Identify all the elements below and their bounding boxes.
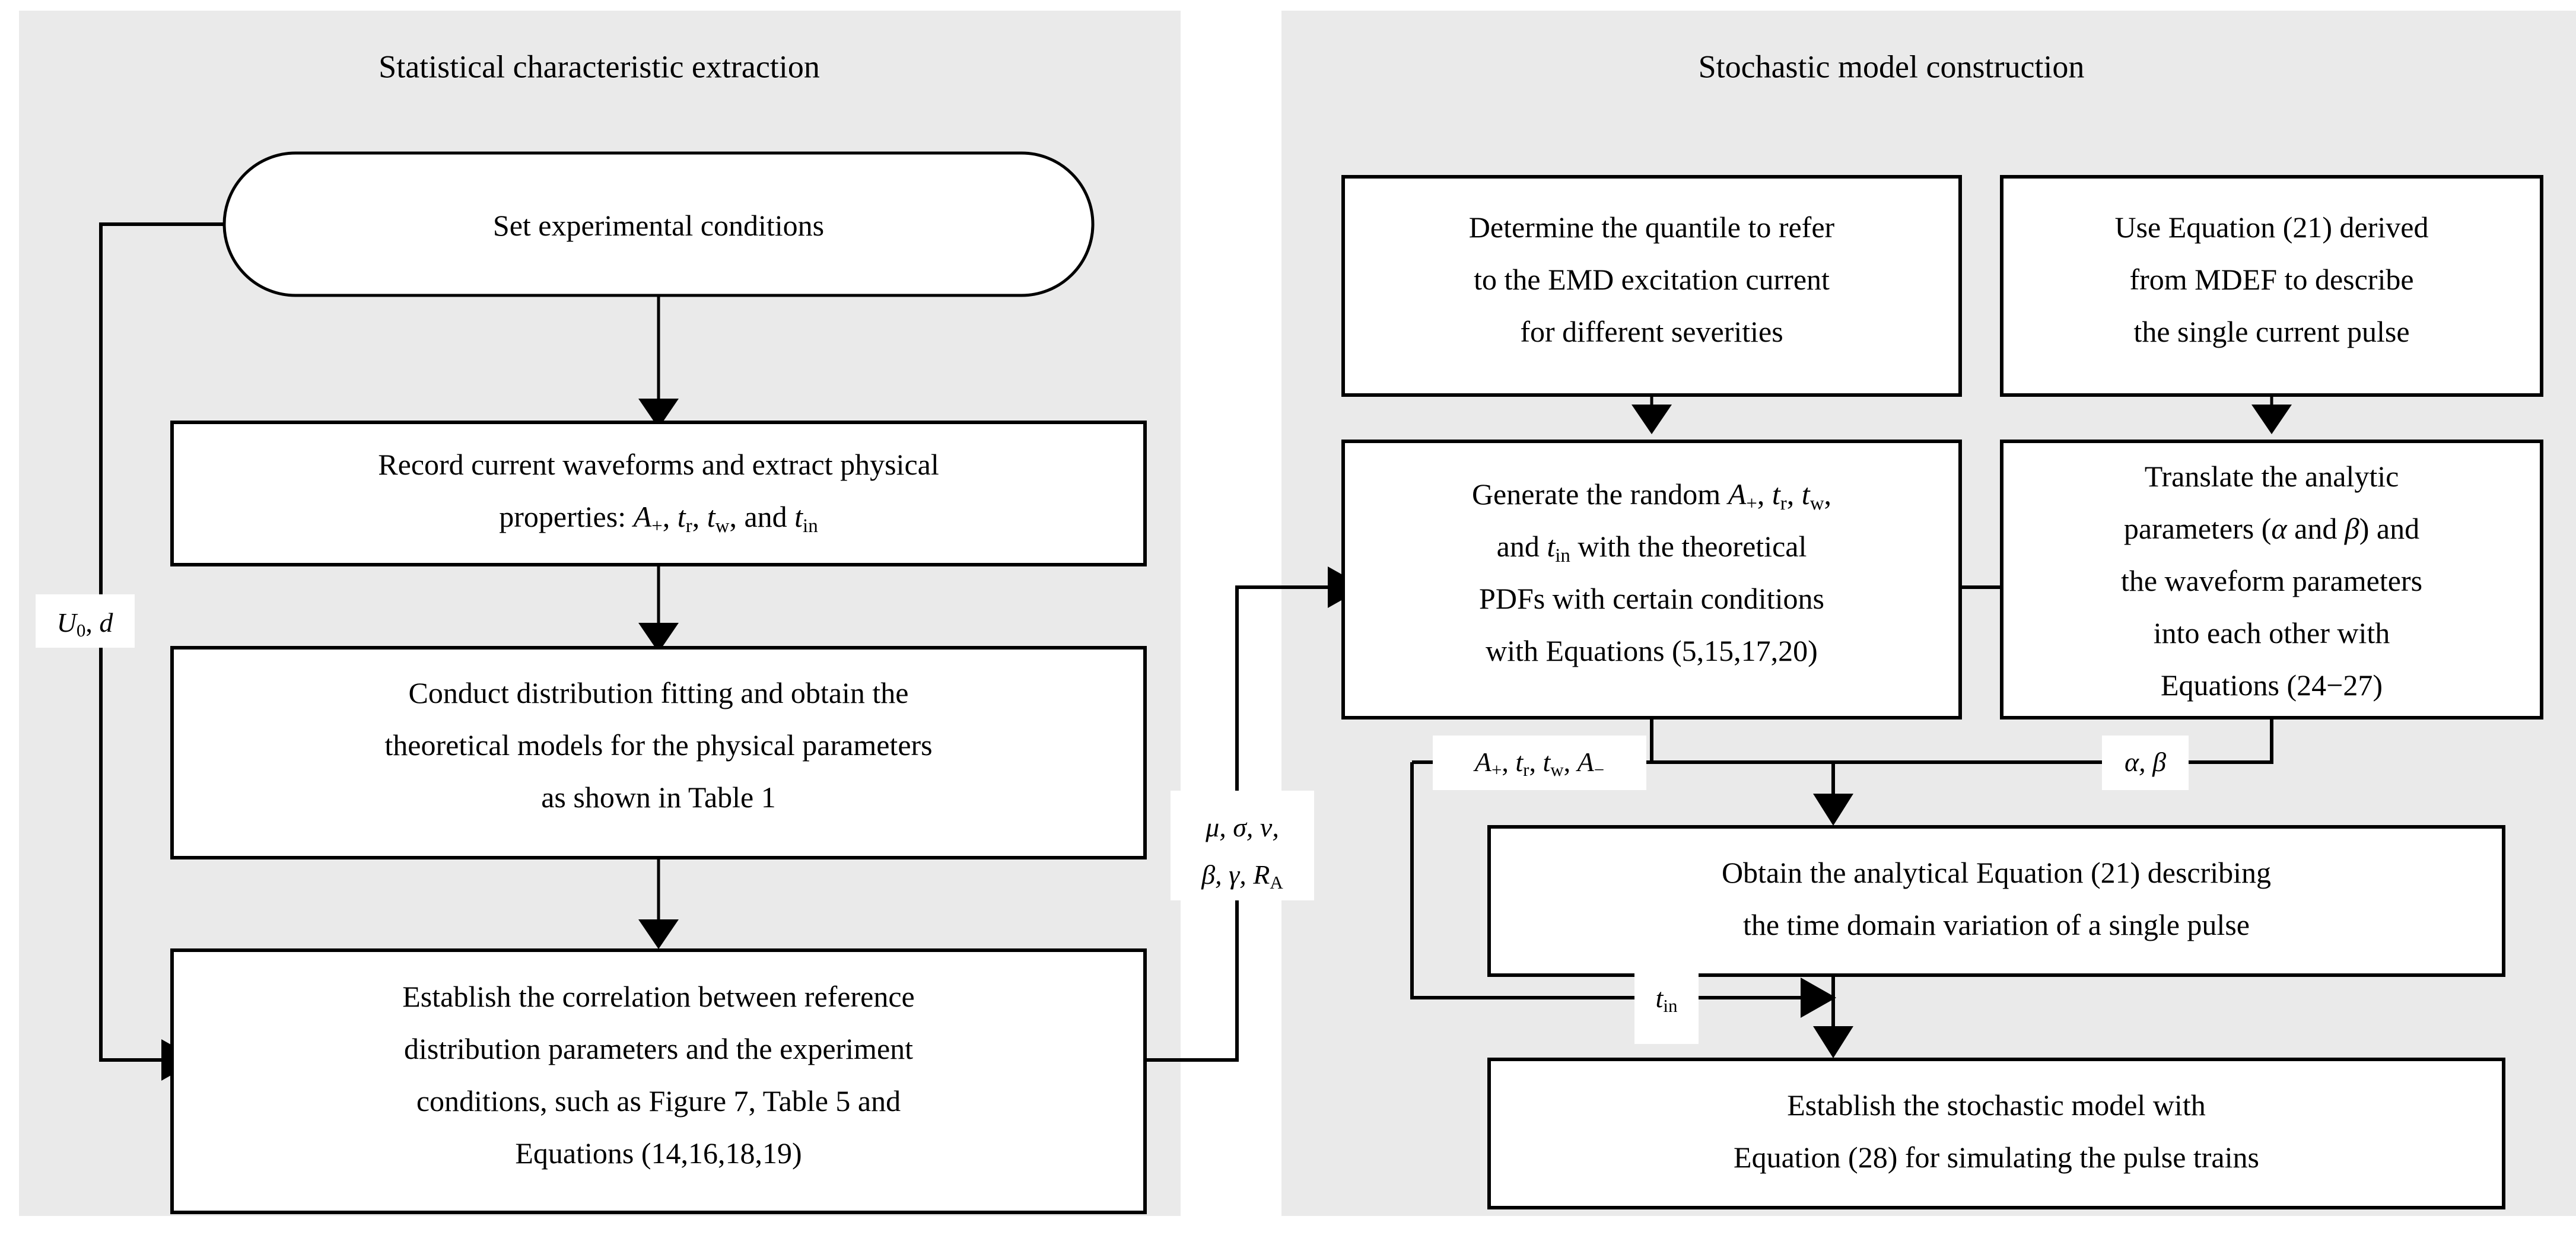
node-establish-stochastic-line-1: Establish the stochastic model with: [1787, 1088, 2205, 1122]
edge-label-u0d: U0, d: [57, 607, 114, 641]
edge-label-greek-line-2: β, γ, RA: [1201, 859, 1283, 893]
node-translate-params-line-4: into each other with: [2154, 616, 2390, 650]
node-establish-correlation-line-1: Establish the correlation between refere…: [402, 980, 914, 1013]
node-distribution-fitting: [170, 646, 1147, 859]
node-establish-stochastic: [1487, 1058, 2505, 1209]
arrowhead-set-to-record: [638, 399, 679, 428]
node-determine-quantile-line-1: Determine the quantile to refer: [1469, 211, 1835, 244]
arrowhead-record-to-distribution: [638, 623, 679, 652]
edge-label-waveform-params-bg: [1433, 736, 1646, 790]
edge-label-greek-bg: [1171, 791, 1314, 900]
node-set-conditions-line-1: Set experimental conditions: [493, 209, 824, 242]
panel-right-title: Stochastic model construction: [1699, 49, 2085, 84]
node-determine-quantile: [1341, 175, 1962, 397]
node-generate-random: [1341, 440, 1962, 719]
node-record-waveforms-line-2: properties: A+, tr, tw, and tin: [499, 500, 818, 537]
arrowhead-obtain-to-establish: [1813, 1026, 1853, 1058]
node-establish-stochastic-line-2: Equation (28) for simulating the pulse t…: [1734, 1141, 2259, 1174]
node-use-equation-21-line-2: from MDEF to describe: [2129, 263, 2413, 296]
node-translate-params-line-1: Translate the analytic: [2145, 460, 2399, 493]
node-generate-random-line-4: with Equations (5,15,17,20): [1486, 634, 1818, 667]
arrowhead-tin: [1801, 978, 1836, 1018]
node-record-waveforms-line-1: Record current waveforms and extract phy…: [378, 448, 939, 481]
edge-label-alpha-beta-bg: [2102, 736, 2189, 790]
arrowhead-bus-to-obtain: [1813, 794, 1853, 826]
edge-label-waveform-params: A+, tr, tw, A−: [1473, 747, 1604, 780]
node-establish-correlation-line-2: distribution parameters and the experime…: [404, 1032, 913, 1065]
edge-merge-bus-to-obtain: [1412, 718, 2273, 764]
arrowhead-use-equation-to-translate: [2251, 405, 2292, 434]
node-distribution-fitting-line-3: as shown in Table 1: [541, 781, 776, 814]
arrowhead-determine-to-generate: [1632, 405, 1672, 434]
node-translate-params-line-5: Equations (24−27): [2161, 668, 2383, 702]
node-establish-correlation-line-3: conditions, such as Figure 7, Table 5 an…: [416, 1084, 901, 1118]
node-obtain-analytical-line-1: Obtain the analytical Equation (21) desc…: [1722, 856, 2271, 889]
node-use-equation-21-line-1: Use Equation (21) derived: [2114, 211, 2428, 244]
edge-label-u0d-bg: [36, 594, 135, 648]
node-determine-quantile-line-2: to the EMD excitation current: [1474, 263, 1830, 296]
arrowhead-distribution-to-establish: [638, 919, 679, 949]
node-record-waveforms: [170, 421, 1147, 566]
node-determine-quantile-line-3: for different severities: [1520, 315, 1783, 348]
edge-label-greek-line-1: μ, σ, ν,: [1205, 812, 1279, 842]
node-distribution-fitting-line-1: Conduct distribution fitting and obtain …: [409, 676, 909, 709]
node-obtain-analytical-line-2: the time domain variation of a single pu…: [1743, 908, 2250, 941]
edge-label-tin: tin: [1656, 983, 1678, 1016]
node-use-equation-21: [2000, 175, 2543, 397]
node-generate-random-line-2: and tin with the theoretical: [1497, 530, 1807, 566]
node-translate-params: [2000, 440, 2543, 719]
node-generate-random-line-3: PDFs with certain conditions: [1479, 582, 1824, 615]
node-generate-random-line-1: Generate the random A+, tr, tw,: [1472, 477, 1831, 514]
node-distribution-fitting-line-2: theoretical models for the physical para…: [384, 728, 932, 762]
edge-label-alpha-beta: α, β: [2125, 747, 2166, 777]
node-translate-params-line-2: parameters (α and β) and: [2124, 512, 2419, 545]
node-establish-correlation: [170, 948, 1147, 1214]
node-establish-correlation-line-4: Equations (14,16,18,19): [515, 1136, 802, 1170]
node-translate-params-line-3: the waveform parameters: [2121, 564, 2422, 597]
panel-left-title: Statistical characteristic extraction: [379, 49, 820, 84]
edge-label-tin-bg: [1634, 968, 1699, 1044]
node-obtain-analytical: [1487, 825, 2505, 977]
node-use-equation-21-line-3: the single current pulse: [2133, 315, 2409, 348]
